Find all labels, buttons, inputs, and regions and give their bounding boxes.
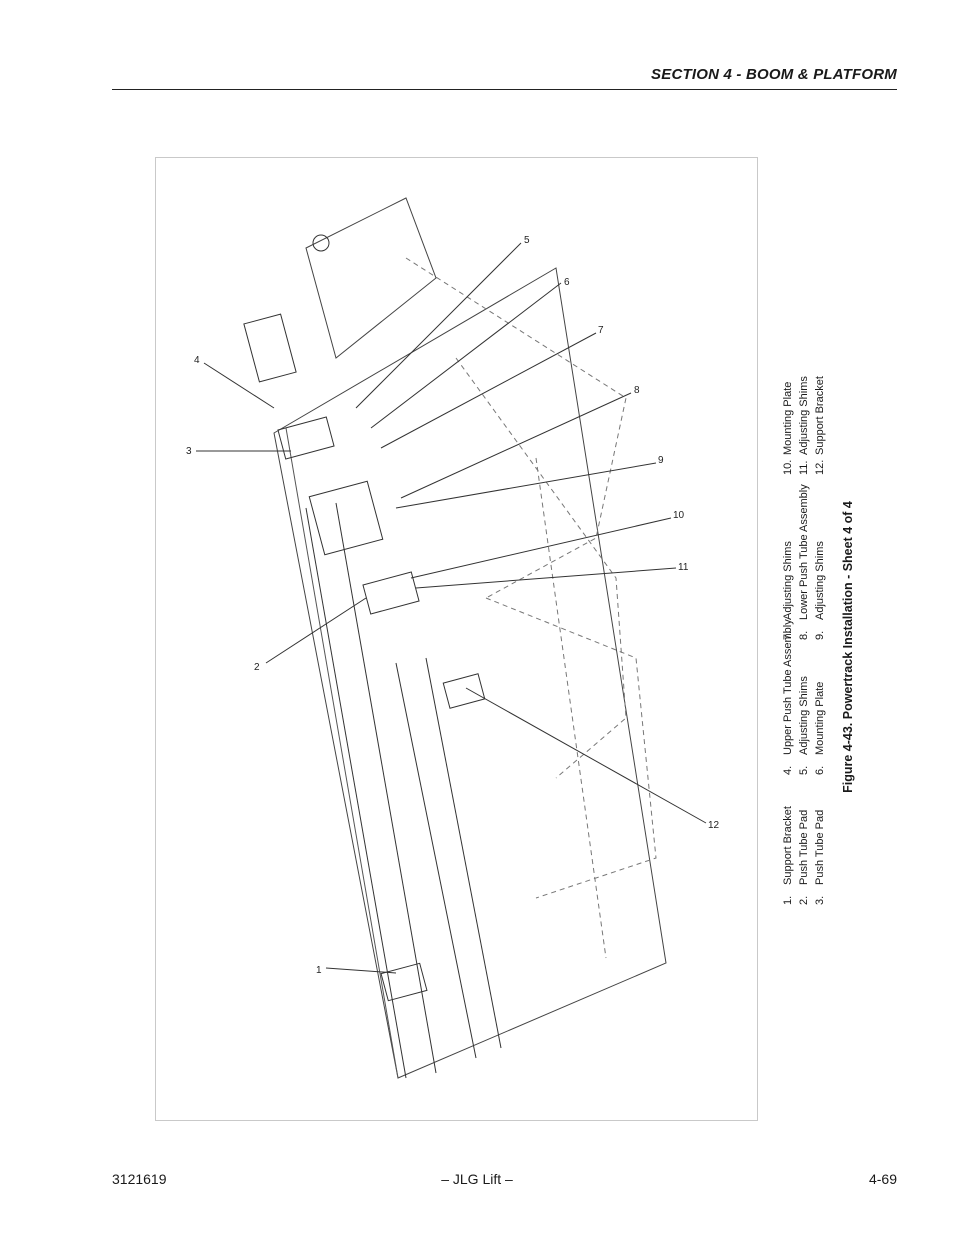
callout-11: 11 — [678, 562, 689, 573]
legend-item: 6.Mounting Plate — [814, 681, 826, 775]
push-tube-pad — [277, 416, 335, 460]
document-number: 3121619 — [112, 1171, 167, 1187]
legend-item: 1.Support Bracket — [782, 806, 794, 905]
legend-column-4: 10.Mounting Plate 11.Adjusting Shims 12.… — [780, 376, 828, 475]
publisher-label: – JLG Lift – — [441, 1171, 513, 1187]
header-divider — [112, 89, 897, 90]
mounting-plate — [308, 480, 384, 556]
callout-12: 12 — [708, 820, 720, 831]
legend-column-3: 7.Adjusting Shims 8.Lower Push Tube Asse… — [780, 484, 828, 640]
callout-8: 8 — [634, 385, 640, 396]
powertrack-chain-lower — [395, 657, 502, 1059]
callout-3: 3 — [186, 446, 192, 457]
callout-6: 6 — [564, 277, 570, 288]
figure-caption: Figure 4-43. Powertrack Installation - S… — [841, 501, 855, 793]
powertrack-illustration: 1 2 3 4 5 6 7 8 9 10 11 12 — [186, 197, 720, 1079]
page-number: 4-69 — [868, 1171, 897, 1187]
callout-2: 2 — [254, 662, 260, 673]
section-title: SECTION 4 - BOOM & PLATFORM — [651, 66, 897, 83]
callout-7: 7 — [598, 325, 604, 336]
legend-item: 10.Mounting Plate — [782, 381, 794, 475]
legend-item: 4.Upper Push Tube Assembly — [782, 619, 794, 775]
legend-item: 7.Adjusting Shims — [782, 541, 794, 640]
legend-item: 2.Push Tube Pad — [798, 809, 810, 905]
legend-item: 5.Adjusting Shims — [798, 676, 810, 775]
legend-item: 8.Lower Push Tube Assembly — [798, 484, 810, 640]
figure-frame: 1 2 3 4 5 6 7 8 9 10 11 12 — [155, 157, 758, 1121]
legend-item: 12.Support Bracket — [814, 376, 826, 475]
callout-5: 5 — [524, 235, 530, 246]
pivot-bracket — [305, 197, 437, 359]
support-bracket-bottom — [380, 962, 428, 1002]
powertrack-chain-upper — [305, 502, 437, 1079]
callout-leaders — [196, 242, 707, 974]
boom-outline — [273, 267, 667, 1079]
support-bracket-lower — [442, 673, 486, 709]
callout-4: 4 — [194, 355, 200, 366]
callout-9: 9 — [658, 455, 664, 466]
upper-push-tube-bracket — [243, 313, 297, 383]
callout-1: 1 — [316, 965, 322, 976]
legend-item: 11.Adjusting Shims — [798, 376, 810, 475]
hidden-structure — [405, 257, 657, 959]
callout-numbers: 1 2 3 4 5 6 7 8 9 10 11 12 — [186, 235, 720, 976]
callout-10: 10 — [673, 510, 685, 521]
legend-column-2: 4.Upper Push Tube Assembly 5.Adjusting S… — [780, 619, 828, 775]
legend-item: 3.Push Tube Pad — [814, 809, 826, 905]
legend-item: 9.Adjusting Shims — [814, 541, 826, 640]
legend-column-1: 1.Support Bracket 2.Push Tube Pad 3.Push… — [780, 806, 828, 905]
